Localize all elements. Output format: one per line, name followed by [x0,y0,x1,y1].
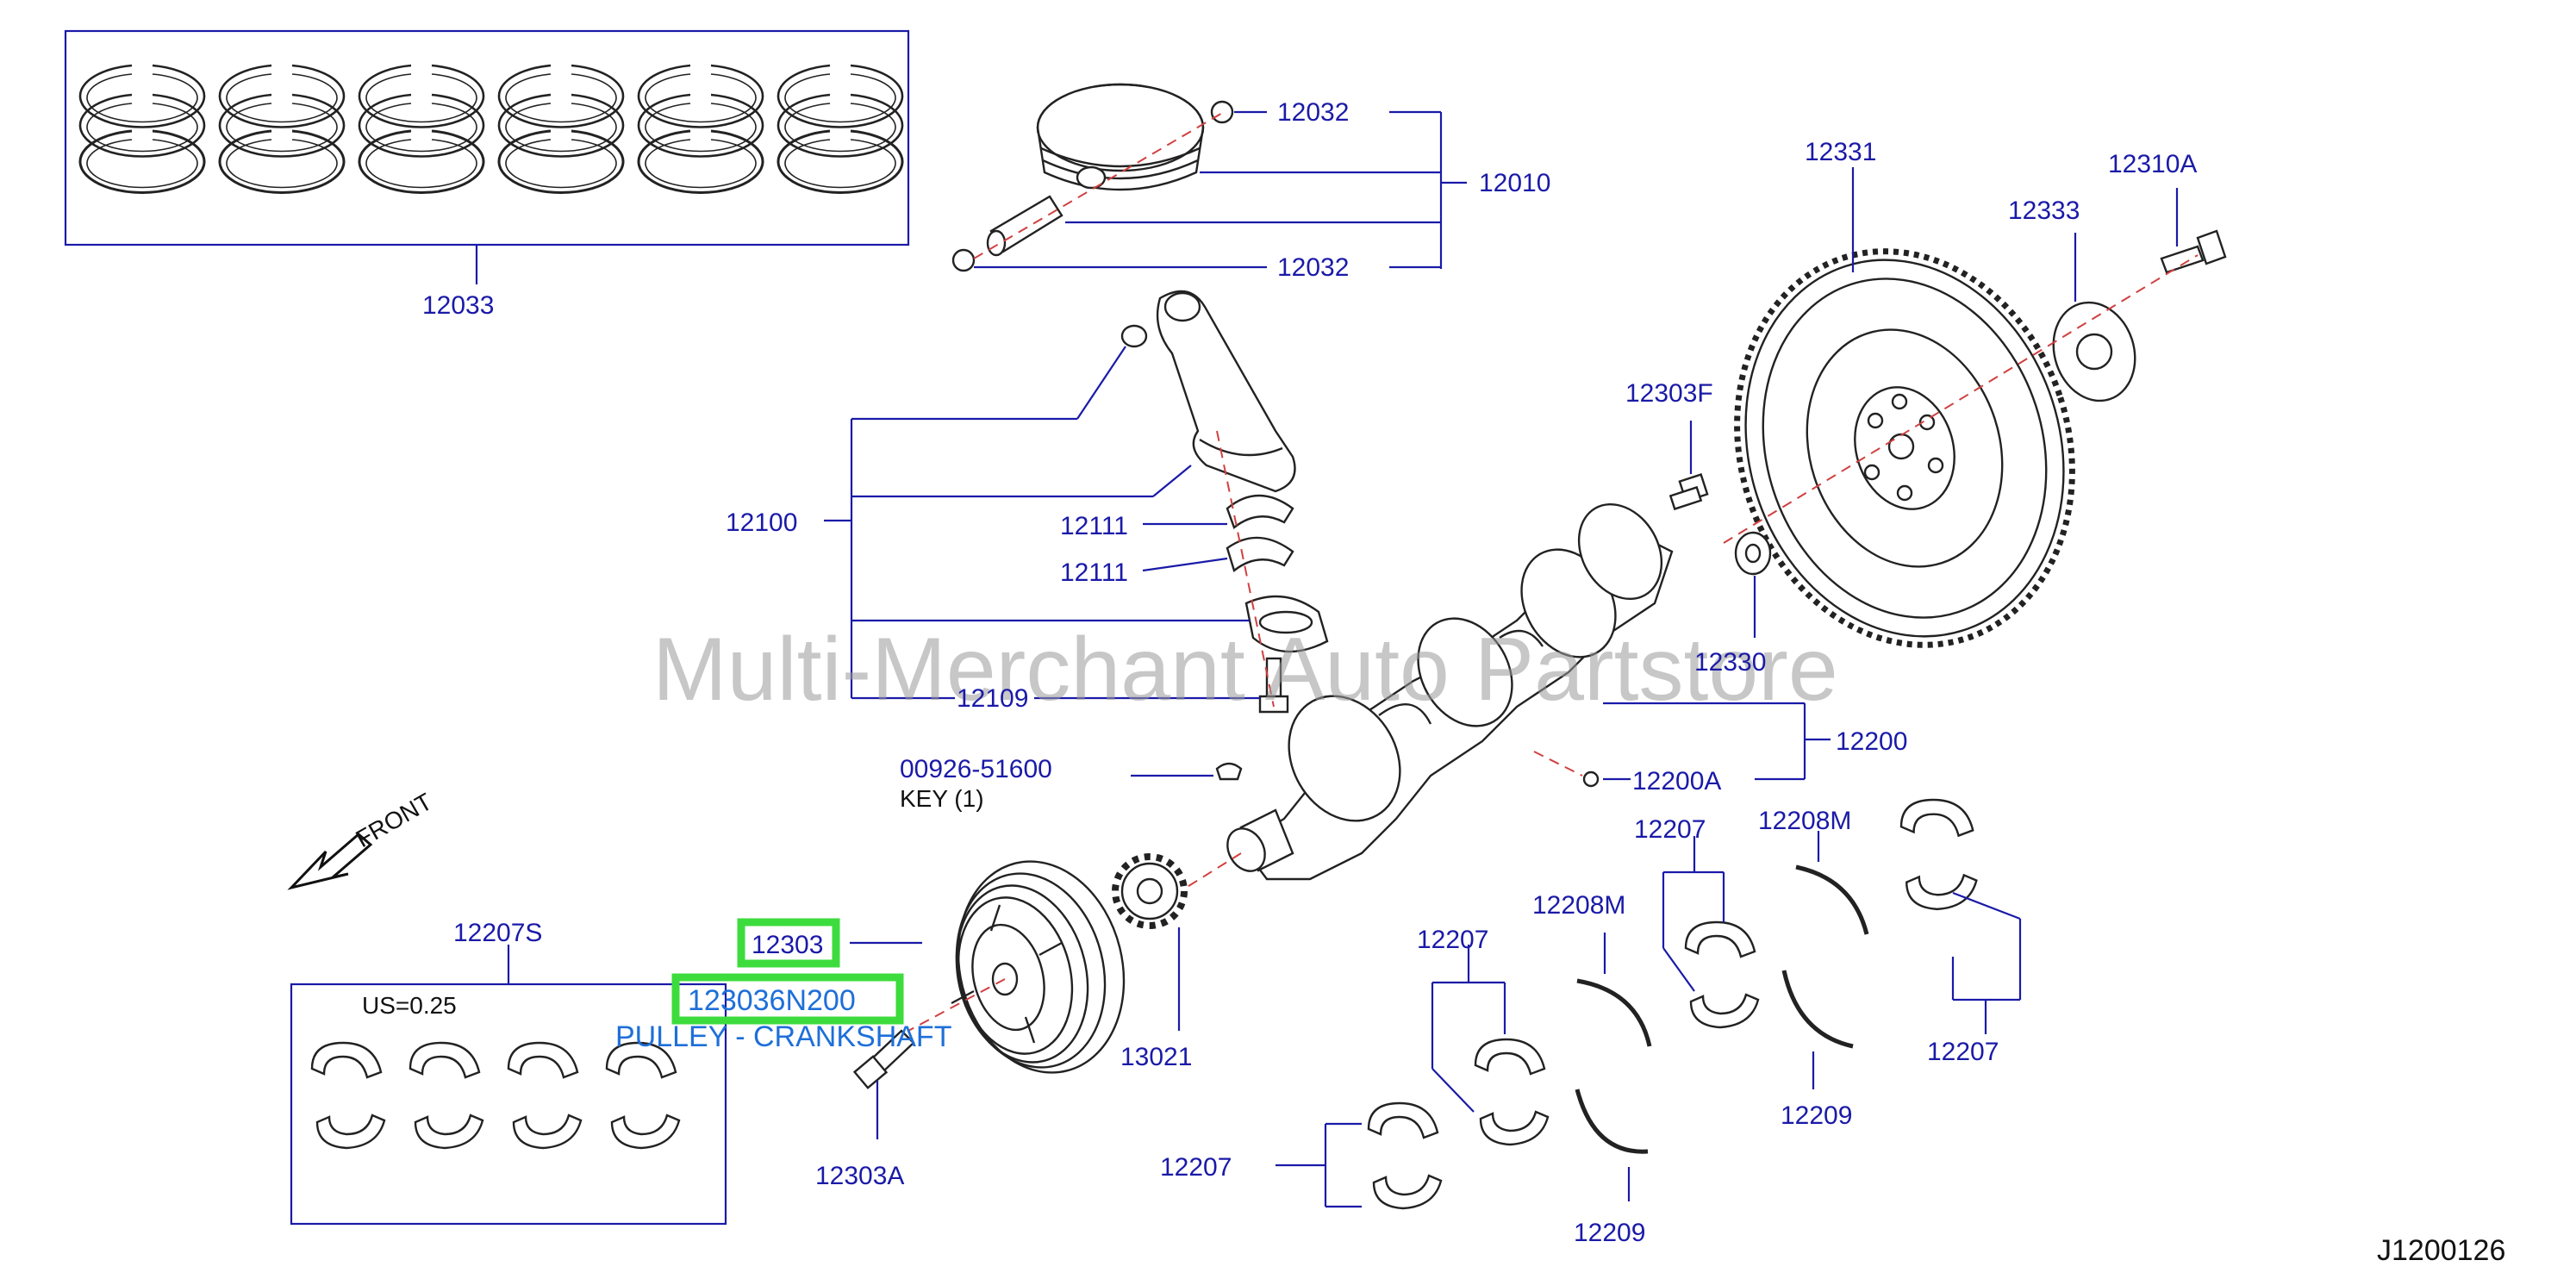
undersize-note: US=0.25 [362,992,457,1019]
label-12208M-mid[interactable]: 12208M [1532,891,1625,920]
woodruff-key-drawing [1215,762,1243,781]
label-12330[interactable]: 12330 [1694,648,1766,677]
piston-ring-set [358,64,485,194]
label-13021[interactable]: 13021 [1120,1043,1192,1071]
main-bearing-pair-bottom [1367,1101,1443,1210]
main-bearing-pair-mid [1474,1038,1550,1146]
pulley-bolt-drawing [852,1029,915,1089]
main-bearing-pair-upper [1684,920,1760,1029]
highlight-box-12303 [737,918,840,968]
main-bearing-set-drawing [310,1041,681,1150]
label-12032-bottom[interactable]: 12032 [1277,253,1349,282]
label-12310A[interactable]: 12310A [2108,150,2197,178]
label-12333[interactable]: 12333 [2008,197,2080,225]
crankshaft-pulley-drawing [951,860,1126,1074]
piston-ring-set [777,64,904,194]
label-12303F[interactable]: 12303F [1625,379,1713,408]
label-00926-51600[interactable]: 00926-51600 [900,755,1052,783]
crankshaft-plug-drawing [1668,473,1709,511]
label-12109[interactable]: 12109 [957,684,1028,713]
piston-ring-set [78,64,206,194]
label-12010[interactable]: 12010 [1479,169,1550,197]
connecting-rod-drawing [1120,290,1329,714]
label-12200A[interactable]: 12200A [1632,767,1721,795]
bearing-shell-pair [507,1041,583,1150]
label-12207S[interactable]: 12207S [453,919,542,947]
main-bearing-pair-right [1899,798,1978,911]
label-12100[interactable]: 12100 [726,508,797,537]
label-12209-right[interactable]: 12209 [1781,1101,1852,1130]
label-12207-top[interactable]: 12207 [1634,815,1706,844]
bearing-shell-pair [310,1041,386,1150]
piston-ring-set [218,64,346,194]
piston-ring-set-drawing [64,29,910,284]
diagram-code: J1200126 [2377,1234,2505,1267]
label-12331[interactable]: 12331 [1805,138,1876,166]
front-direction-label: FRONT [352,788,437,852]
watermark-text: Multi-Merchant Auto Partstore [652,620,1838,720]
key-quantity-note: KEY (1) [900,785,984,812]
piston-ring-set [497,64,625,194]
label-12207-bottom[interactable]: 12207 [1160,1153,1232,1182]
bearing-shell-pair [409,1041,484,1150]
label-12207-mid[interactable]: 12207 [1417,926,1488,954]
label-12209-bottom[interactable]: 12209 [1574,1219,1645,1247]
label-12033[interactable]: 12033 [422,291,494,320]
label-12200[interactable]: 12200 [1836,727,1907,756]
label-12208M-right[interactable]: 12208M [1758,807,1851,835]
label-12111-upper[interactable]: 12111 [1060,512,1128,540]
reinforcement-plate-drawing [2052,301,2136,402]
label-12303A[interactable]: 12303A [815,1162,904,1190]
highlighted-part-number[interactable]: 123036N200 [688,984,856,1017]
crankshaft-sprocket-drawing [1112,853,1188,929]
piston-ring-set [637,64,764,194]
thrust-washer-drawings [1575,864,1869,1154]
label-12111-lower[interactable]: 12111 [1060,558,1128,587]
bearing-shell-pair [605,1041,681,1150]
label-12303[interactable]: 12303 [752,931,823,959]
label-12032-top[interactable]: 12032 [1277,98,1349,127]
flywheel-drawing [1734,248,2075,648]
flywheel-bolt-drawing [2160,229,2227,274]
highlighted-part-name: PULLEY - CRANKSHAFT [615,1020,951,1053]
crankshaft-drawing [1226,502,1674,881]
highlight-box-part-number [671,973,904,1025]
pilot-bushing-drawing [1734,531,1772,576]
front-direction-arrow [287,833,373,890]
label-12207-right[interactable]: 12207 [1927,1038,1999,1066]
main-bearing-drawings [1367,798,1978,1210]
piston-drawing [951,83,1234,272]
